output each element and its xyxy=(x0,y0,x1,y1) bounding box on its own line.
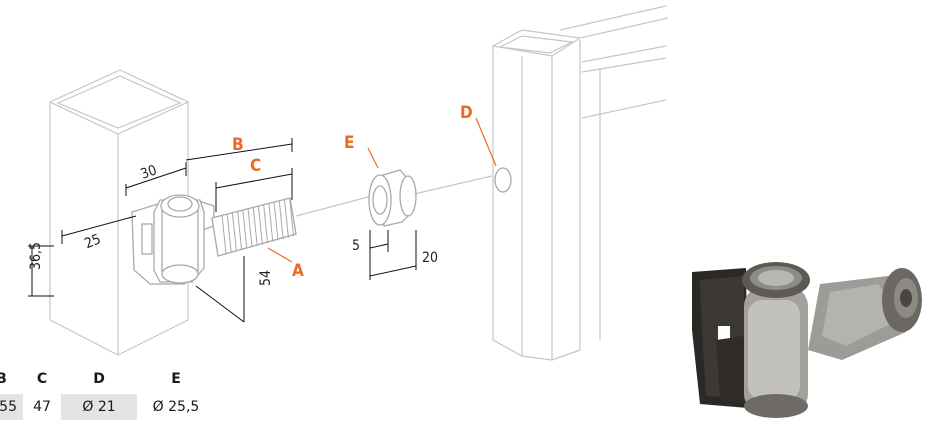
label-d: D xyxy=(460,103,473,123)
threaded-bolt xyxy=(211,195,373,257)
dim-30: 30 xyxy=(139,162,160,183)
thread-line xyxy=(242,209,248,249)
nut-e xyxy=(368,169,493,227)
header-d: D xyxy=(93,371,105,387)
post-left xyxy=(48,69,190,356)
header-e: E xyxy=(171,371,181,387)
thread-line xyxy=(268,202,274,242)
thread-line xyxy=(221,214,227,255)
leader-lines xyxy=(267,117,497,263)
dim-54: 54 xyxy=(258,270,274,286)
label-c: C xyxy=(250,156,261,176)
thread-line xyxy=(226,213,232,253)
cell-d: Ø 21 xyxy=(61,394,137,420)
dim-36-5: 36,5 xyxy=(28,242,44,270)
dim-5: 5 xyxy=(352,238,360,254)
cell-e: Ø 25,5 xyxy=(152,399,200,415)
table-row: 55 47 Ø 21 Ø 25,5 xyxy=(0,394,215,420)
label-b: B xyxy=(232,135,244,155)
dimension-lines xyxy=(28,138,417,323)
hinge-product-photo xyxy=(692,262,922,418)
thread-line xyxy=(247,208,253,248)
thread-line xyxy=(231,212,237,252)
header-c: C xyxy=(36,371,48,387)
thread-line xyxy=(263,204,269,244)
thread-line xyxy=(237,210,243,251)
thread-line xyxy=(283,198,289,238)
thread-line xyxy=(257,205,263,245)
thread-line xyxy=(289,197,295,237)
dim-25: 25 xyxy=(82,231,103,252)
thread-line xyxy=(278,200,284,240)
cell-b: 55 xyxy=(0,394,23,420)
label-a: A xyxy=(292,261,304,281)
header-b: B xyxy=(0,371,7,387)
dim-20: 20 xyxy=(422,250,438,266)
thread-line xyxy=(252,206,258,246)
thread-line xyxy=(273,201,279,241)
label-e: E xyxy=(344,133,354,153)
hinge-bracket xyxy=(131,194,215,285)
spec-table: B C D E 55 47 Ø 21 Ø 25,5 xyxy=(0,366,215,420)
cell-c: 47 xyxy=(33,399,51,415)
gate-frame xyxy=(491,5,669,361)
